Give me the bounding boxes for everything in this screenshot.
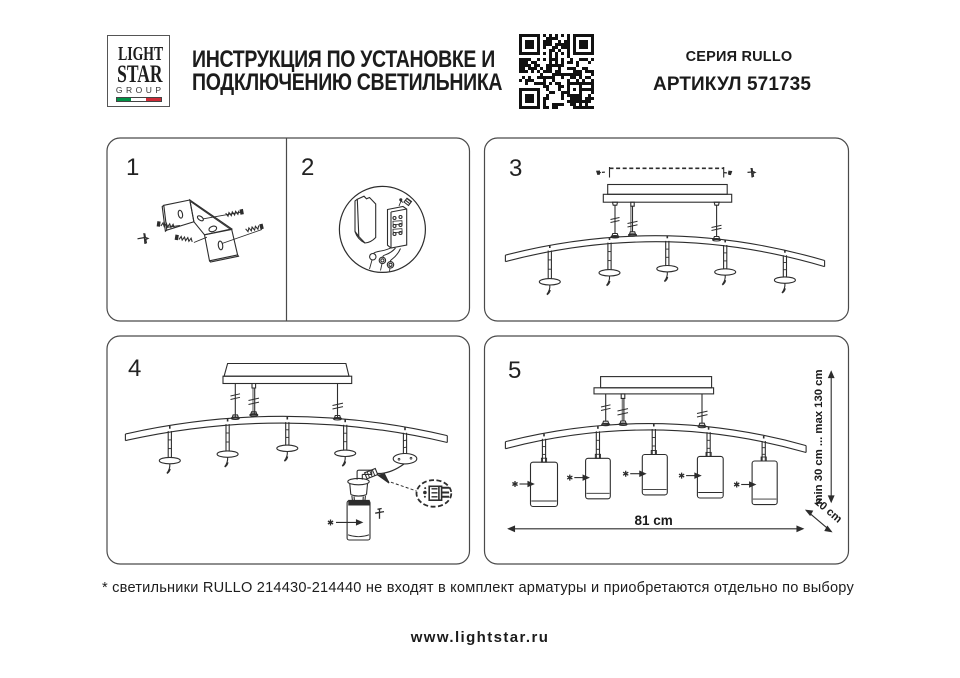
svg-text:min 30 cm ... max 130 cm: min 30 cm ... max 130 cm: [813, 369, 825, 504]
svg-text:10 cm: 10 cm: [812, 496, 844, 526]
svg-text:81 cm: 81 cm: [634, 513, 672, 528]
